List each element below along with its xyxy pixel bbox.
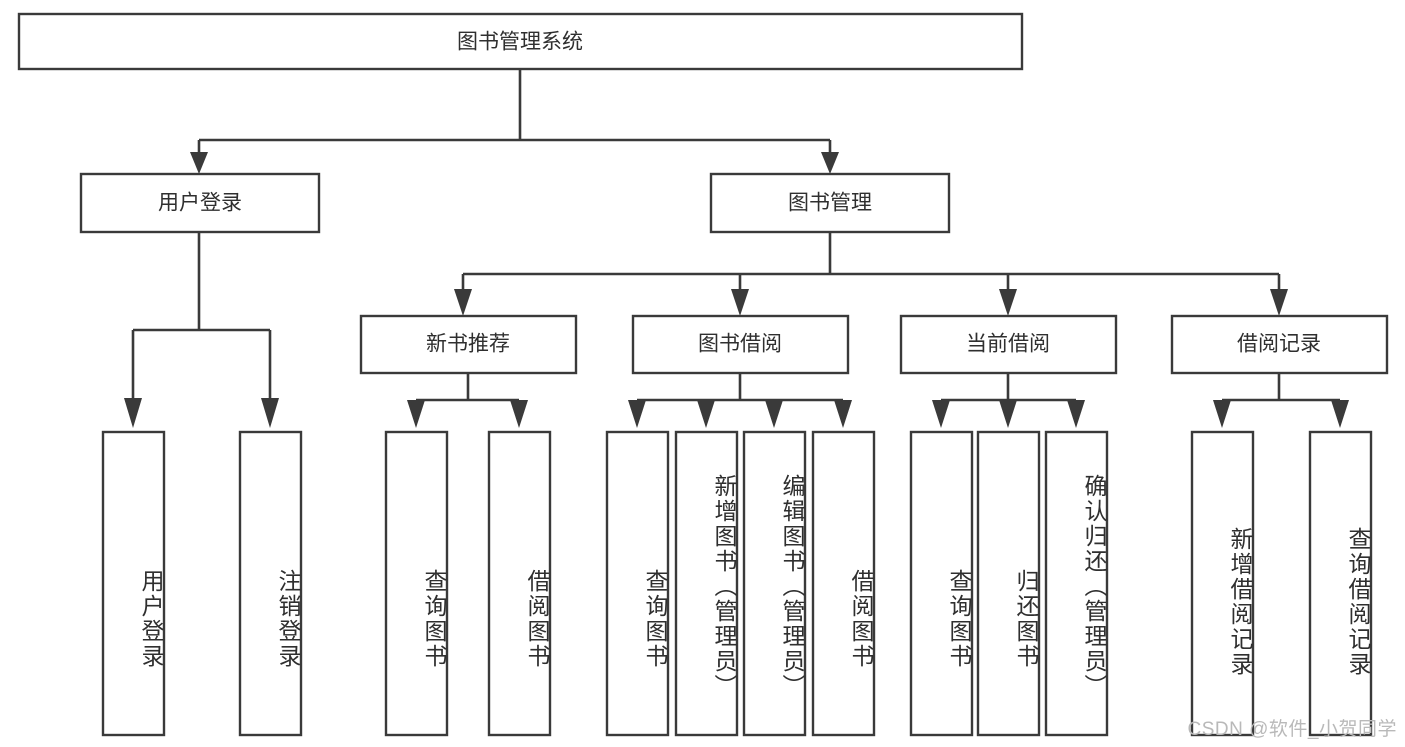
arrow-to-new-book-recommend xyxy=(454,289,472,316)
arrow-br-leaf-2 xyxy=(1331,400,1349,428)
node-book-management[interactable] xyxy=(709,172,951,234)
arrow-br-leaf-1 xyxy=(1213,400,1231,428)
node-new-book-recommend-label: 新书推荐 xyxy=(426,333,510,356)
node-book-borrow[interactable] xyxy=(631,314,850,375)
arrow-bb-leaf-4 xyxy=(834,400,852,428)
arrow-nbr-leaf-1 xyxy=(407,400,425,428)
node-leaf-user-login-2[interactable] xyxy=(238,430,303,737)
arrow-nbr-leaf-2 xyxy=(510,400,528,428)
node-leaf-cb-1[interactable] xyxy=(909,430,974,737)
node-user-login-label: 用户登录 xyxy=(158,192,242,215)
arrow-to-borrow-records xyxy=(1270,289,1288,316)
node-new-book-recommend[interactable] xyxy=(359,314,578,375)
csdn-watermark: CSDN @软件_小贺同学 xyxy=(1187,719,1397,740)
arrow-to-book-mgmt xyxy=(821,152,839,174)
arrow-bb-leaf-1 xyxy=(628,400,646,428)
node-book-management-label: 图书管理 xyxy=(788,192,872,215)
node-leaf-cb-3[interactable] xyxy=(1044,430,1109,737)
connector-layer xyxy=(124,69,1349,428)
arrow-to-book-borrow xyxy=(731,289,749,316)
arrow-cb-leaf-1 xyxy=(932,400,950,428)
arrow-bb-leaf-2 xyxy=(697,400,715,428)
node-root-label: 图书管理系统 xyxy=(457,31,583,54)
node-leaf-br-1[interactable] xyxy=(1190,430,1255,737)
node-leaf-br-2[interactable] xyxy=(1308,430,1373,737)
node-root-book-management-system[interactable] xyxy=(17,12,1024,71)
arrow-cb-leaf-2 xyxy=(999,400,1017,428)
arrow-to-current-borrow xyxy=(999,289,1017,316)
arrow-cb-leaf-3 xyxy=(1067,400,1085,428)
node-leaf-cb-2[interactable] xyxy=(976,430,1041,737)
node-borrow-records[interactable] xyxy=(1170,314,1389,375)
node-user-login[interactable] xyxy=(79,172,321,234)
node-current-borrow[interactable] xyxy=(899,314,1118,375)
node-leaf-bb-3[interactable] xyxy=(742,430,807,737)
arrow-userlogin-leaf-1 xyxy=(124,398,142,428)
node-leaf-nbr-1[interactable] xyxy=(384,430,449,737)
node-borrow-records-label: 借阅记录 xyxy=(1237,333,1321,356)
node-leaf-bb-1[interactable] xyxy=(605,430,670,737)
node-leaf-bb-2[interactable] xyxy=(674,430,739,737)
node-leaf-bb-4[interactable] xyxy=(811,430,876,737)
arrow-to-user-login xyxy=(190,152,208,174)
node-leaf-nbr-2[interactable] xyxy=(487,430,552,737)
node-current-borrow-label: 当前借阅 xyxy=(966,333,1050,356)
node-leaf-user-login-1[interactable] xyxy=(101,430,166,737)
arrow-bb-leaf-3 xyxy=(765,400,783,428)
arrow-userlogin-leaf-2 xyxy=(261,398,279,428)
node-book-borrow-label: 图书借阅 xyxy=(698,333,782,356)
